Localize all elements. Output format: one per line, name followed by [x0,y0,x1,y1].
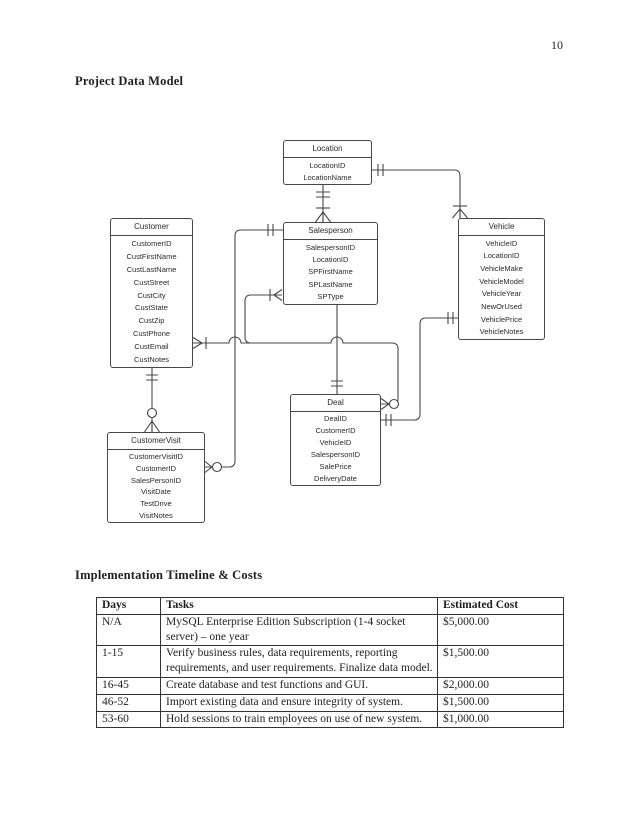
header-days: Days [96,597,161,615]
task-cell: Verify business rules, data requirements… [160,645,438,678]
task-cell: MySQL Enterprise Edition Subscription (1… [160,613,438,647]
entity-field: SPFirstName [308,267,353,277]
entity-field: CustCity [137,290,166,300]
entity-field: DeliveryDate [314,473,357,483]
entity-field: LocationID [312,255,349,265]
entity-field: TestDrive [140,498,172,508]
entity-field: SPType [317,292,344,302]
relationship-customer-customervisit [144,368,160,433]
entity-field: VehicleModel [479,276,524,286]
relationship-salesperson-spur [244,289,283,344]
entity-fields: LocationID LocationName [284,158,371,184]
relationship-location-vehicle [372,164,468,219]
task-cell: Import existing data and ensure integrit… [160,693,438,712]
task-cell: Create database and test functions and G… [160,676,438,695]
relationship-salesperson-deal [331,305,343,394]
entity-location: Location LocationID LocationName [283,140,372,185]
entity-field: CustNotes [133,354,169,364]
entity-field: SPLastName [308,279,353,289]
entity-field: CustStreet [133,277,170,287]
entity-field: LocationName [303,172,352,182]
heading-project-data-model: Project Data Model [75,74,184,88]
entity-field: SalesPersonID [130,475,182,485]
entity-field: SalePrice [319,461,352,471]
entity-title: Customer [111,219,192,236]
entity-field: LocationID [309,160,346,170]
entity-field: CustZip [138,316,165,326]
entity-field: DealID [324,414,347,424]
relationship-location-salesperson [315,185,331,223]
entity-field: CustLastName [126,264,177,274]
entity-title: CustomerVisit [108,433,204,450]
cost-cell: $1,500.00 [437,693,564,712]
entity-field: VisitDate [141,487,171,497]
entity-title: Vehicle [459,219,544,236]
cost-cell: $1,500.00 [437,645,564,678]
days-cell: 46-52 [96,693,161,712]
cost-cell: $5,000.00 [437,613,564,647]
entity-title: Location [284,141,371,158]
header-estimated-cost: Estimated Cost [437,597,564,615]
entity-field: LocationID [483,251,520,261]
cost-cell: $2,000.00 [437,676,564,695]
entity-field: CustomerVisitID [128,452,184,462]
table-header-row: Days Tasks Estimated Cost [96,597,564,615]
relationship-customer-deal [192,336,400,410]
entity-title: Salesperson [284,223,377,240]
entity-field: CustomerID [135,463,176,473]
entity-salesperson: Salesperson SalespersonID LocationID SPFir… [283,222,378,305]
entity-field: VehicleNotes [479,327,524,337]
entity-field: VehicleMake [480,264,523,274]
days-cell: 53-60 [96,710,161,729]
entity-field: SalespersonID [305,242,356,252]
entity-field: VehicleYear [481,289,522,299]
days-cell: 16-45 [96,676,161,695]
entity-field: VisitNotes [139,510,173,520]
entity-field: VehiclePrice [480,314,523,324]
cost-cell: $1,000.00 [437,710,564,729]
relationship-vehicle-deal [381,312,458,426]
relationship-salesperson-customervisit [204,224,283,473]
entity-field: SalespersonID [310,449,361,459]
entity-field: CustPhone [132,329,171,339]
entity-field: CustomerID [131,238,172,248]
entity-title: Deal [291,395,380,412]
entity-field: VehicleID [485,238,518,248]
task-cell: Hold sessions to train employees on use … [160,710,438,729]
days-cell: 1-15 [96,645,161,678]
entity-field: CustEmail [134,342,169,352]
page-number: 10 [551,38,563,52]
days-cell: N/A [96,613,161,647]
heading-implementation-timeline: Implementation Timeline & Costs [75,568,263,582]
header-tasks: Tasks [160,597,438,615]
entity-field: CustFirstName [126,251,177,261]
entity-field: CustState [135,303,168,313]
entity-field: NewOrUsed [481,301,522,311]
entity-field: VehicleID [319,438,352,448]
entity-field: CustomerID [315,426,356,436]
